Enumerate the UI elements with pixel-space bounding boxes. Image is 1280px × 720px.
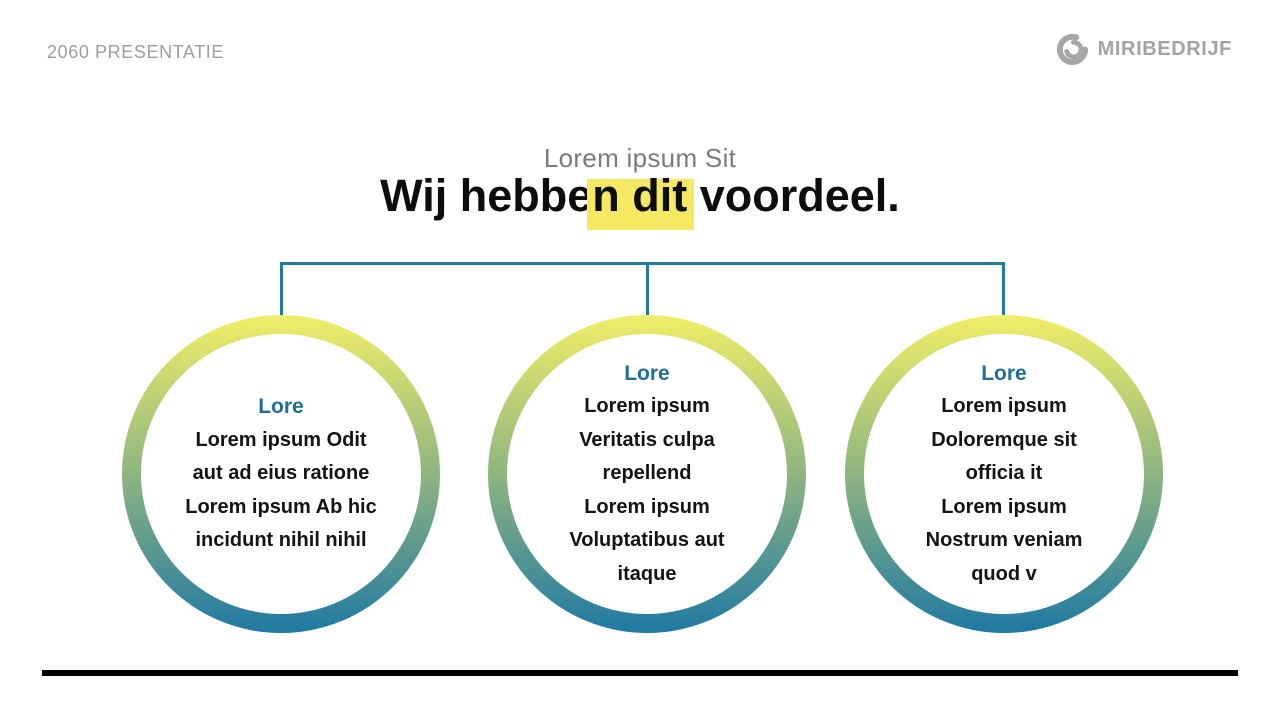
title-highlight: n dit xyxy=(592,170,688,221)
circle-heading: Lore xyxy=(981,361,1027,385)
circle-text-line: Lorem ipsum xyxy=(941,395,1067,418)
benefit-circle-2-content: Lore Lorem ipsum Veritatis culpa repelle… xyxy=(507,334,787,614)
circle-text-line: officia it xyxy=(965,462,1043,485)
benefit-circle-3-content: Lore Lorem ipsum Doloremque sit officia … xyxy=(864,334,1144,614)
brand-logo: MIRIBEDRIJF xyxy=(1055,32,1232,67)
connector-vertical-line-2 xyxy=(646,262,649,317)
circle-text-line: Lorem ipsum Odit xyxy=(195,428,367,451)
circle-text-line: quod v xyxy=(971,562,1037,585)
circle-text-line: Lorem ipsum Ab hic xyxy=(185,495,377,518)
circle-text-line: aut ad eius ratione xyxy=(192,462,370,485)
connector-horizontal-line xyxy=(281,262,1004,265)
footer-rule xyxy=(42,670,1238,676)
slide-title: Wij hebben dit voordeel. xyxy=(0,170,1280,222)
circle-text-line: Nostrum veniam xyxy=(925,529,1083,552)
benefit-circle-3: Lore Lorem ipsum Doloremque sit officia … xyxy=(845,315,1163,633)
benefit-circle-1: Lore Lorem ipsum Odit aut ad eius ration… xyxy=(122,315,440,633)
presentation-label: 2060 PRESENTATIE xyxy=(47,42,224,62)
circle-heading: Lore xyxy=(258,395,304,419)
circle-text-line: incidunt nihil nihil xyxy=(195,529,367,552)
benefit-circle-2: Lore Lorem ipsum Veritatis culpa repelle… xyxy=(488,315,806,633)
circle-text-line: repellend xyxy=(602,462,692,485)
circle-text-line: Veritatis culpa xyxy=(579,428,715,451)
slide-subtitle: Lorem ipsum Sit xyxy=(543,143,737,173)
connector-vertical-line-1 xyxy=(280,262,283,317)
title-text-right: voordeel. xyxy=(687,170,900,221)
brand-name: MIRIBEDRIJF xyxy=(1097,38,1232,60)
circle-text-line: Voluptatibus aut xyxy=(569,529,725,552)
circle-heading: Lore xyxy=(624,361,670,385)
circle-text-line: Lorem ipsum xyxy=(941,495,1067,518)
connector-vertical-line-3 xyxy=(1002,262,1005,317)
swirl-logo-icon xyxy=(1056,33,1088,66)
title-text-left: Wij hebbe xyxy=(380,170,593,221)
circle-text-line: Lorem ipsum xyxy=(584,395,710,418)
circle-text-line: Lorem ipsum xyxy=(584,495,710,518)
circle-text-line: Doloremque sit xyxy=(931,428,1077,451)
circle-text-line: itaque xyxy=(617,562,677,585)
benefit-circle-1-content: Lore Lorem ipsum Odit aut ad eius ration… xyxy=(141,334,421,614)
